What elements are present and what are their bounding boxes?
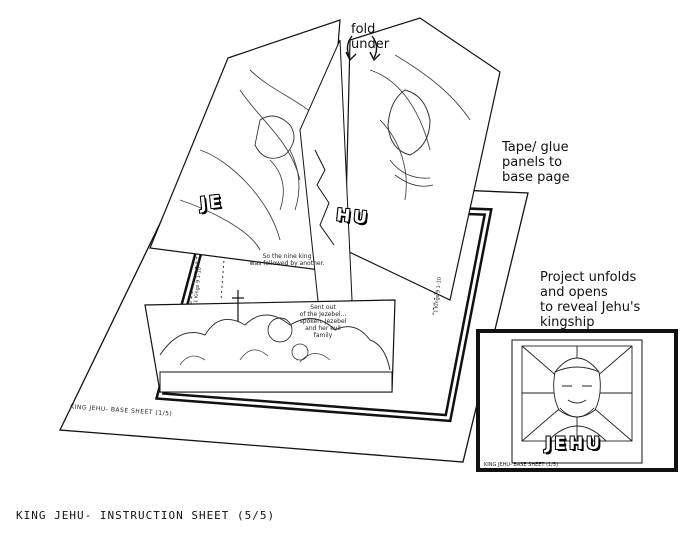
instruction-footer-title: KING JEHU- INSTRUCTION SHEET (5/5) <box>16 509 276 522</box>
popup-right-letters: HU <box>335 205 371 229</box>
fold-center <box>299 39 353 321</box>
base-caption-right: Sent out of the Jezebel... spoken, Jezeb… <box>299 304 347 339</box>
glue-guide-lines <box>189 231 441 316</box>
preview-title: JEHU <box>545 434 603 454</box>
arrow-icon <box>345 35 381 62</box>
popup-left-letters: JE <box>199 191 225 215</box>
preview-label: KING JEHU- BASE SHEET (1/5) <box>484 462 559 468</box>
preview-portrait <box>521 345 633 442</box>
scene-box <box>144 299 396 393</box>
project-unfolds-note: Project unfolds and opens to reveal Jehu… <box>540 270 641 330</box>
fold-under-note: fold under <box>351 22 390 52</box>
base-caption-top: So the nine king was followed by another… <box>249 253 325 267</box>
sword-icon <box>232 290 244 322</box>
tape-glue-note: Tape/ glue panels to base page <box>502 140 570 185</box>
